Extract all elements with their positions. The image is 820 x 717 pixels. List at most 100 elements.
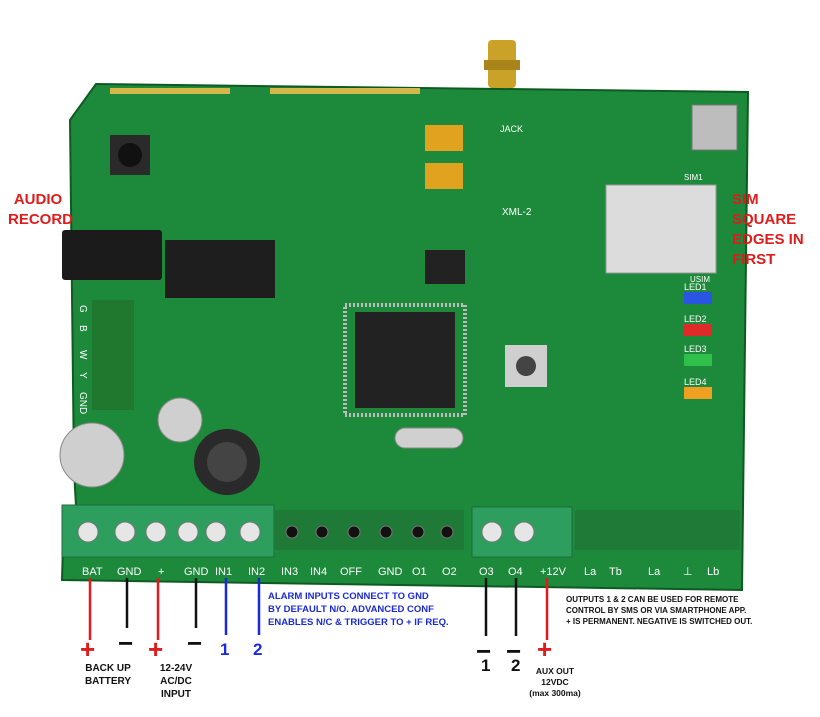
terminal-screw-5 xyxy=(239,521,261,543)
top-pads xyxy=(110,88,420,94)
led-label-3: LED3 xyxy=(684,344,707,354)
alarm-line2: BY DEFAULT N/O. ADVANCED CONF xyxy=(268,604,434,615)
terminal-screw-7 xyxy=(315,525,329,539)
outputs-line1: OUTPUTS 1 & 2 CAN BE USED FOR REMOTE xyxy=(566,595,739,604)
led-4 xyxy=(684,387,712,399)
terminal-screw-12 xyxy=(481,521,503,543)
aux-out-label: AUX OUT 12VDC (max 300ma) xyxy=(520,666,590,699)
left-ic xyxy=(165,240,275,298)
led-1 xyxy=(684,292,712,304)
audio-line2: RECORD xyxy=(8,211,74,228)
terminal-screw-11 xyxy=(440,525,454,539)
terminal-label-17: La xyxy=(648,566,661,578)
silk-sim: SIM1 xyxy=(684,173,703,182)
side-terminal-labels: G B W Y GND xyxy=(77,305,88,414)
outputs-line2: CONTROL BY SMS OR VIA SMARTPHONE APP. xyxy=(566,606,747,615)
capacitors xyxy=(59,397,260,495)
terminal-label-4: IN1 xyxy=(215,566,232,578)
terminal-screw-1 xyxy=(114,521,136,543)
terminal-label-16: Tb xyxy=(609,566,622,578)
aux-line1: AUX OUT xyxy=(535,666,575,676)
side-label-4: GND xyxy=(77,392,88,414)
aux-line2: 12VDC xyxy=(541,677,569,687)
out1-number: 1 xyxy=(481,656,491,675)
silk-model: XML-2 xyxy=(502,207,532,218)
terminal-label-11: O2 xyxy=(442,566,457,578)
usb-port xyxy=(691,104,738,151)
sim-line2: SQUARE xyxy=(732,211,797,228)
sim-label: SIM SQUARE EDGES IN FIRST xyxy=(732,190,820,270)
alarm-inputs-note: ALARM INPUTS CONNECT TO GND BY DEFAULT N… xyxy=(268,590,478,629)
main-microcontroller xyxy=(355,312,455,408)
terminal-label-0: BAT xyxy=(82,566,103,578)
terminal-screw-2 xyxy=(145,521,167,543)
terminal-screw-4 xyxy=(205,521,227,543)
terminal-label-19: Lb xyxy=(707,566,719,578)
led-label-1: LED1 xyxy=(684,282,707,292)
in2-number: 2 xyxy=(253,640,263,659)
crystal xyxy=(394,427,464,449)
terminal-label-8: OFF xyxy=(340,566,362,578)
backup-plus-sign: + xyxy=(80,634,96,664)
side-label-0: G xyxy=(77,305,88,313)
sim-line4: FIRST xyxy=(732,251,776,268)
side-label-1: B xyxy=(77,325,88,332)
outputs-note: OUTPUTS 1 & 2 CAN BE USED FOR REMOTE CON… xyxy=(566,594,816,627)
alarm-line1: ALARM INPUTS CONNECT TO GND xyxy=(268,591,429,602)
audio-jack xyxy=(62,230,162,280)
input-minus-sign: − xyxy=(187,628,203,658)
sim-line1: SIM xyxy=(732,191,759,208)
wires xyxy=(88,578,549,640)
audio-record-label: AUDIO RECORD xyxy=(8,190,74,230)
terminal-label-2: + xyxy=(158,566,164,578)
terminal-label-3: GND xyxy=(184,566,209,578)
side-label-3: Y xyxy=(77,372,88,379)
terminal-label-18: ⊥ xyxy=(683,566,693,578)
backup-battery-label: BACK UP BATTERY xyxy=(72,662,144,688)
audio-line1: AUDIO xyxy=(13,191,63,208)
led-label-4: LED4 xyxy=(684,377,707,387)
side-label-2: W xyxy=(77,350,88,360)
terminal-label-5: IN2 xyxy=(248,566,265,578)
terminal-screw-8 xyxy=(347,525,361,539)
terminal-screw-10 xyxy=(411,525,425,539)
terminal-label-7: IN4 xyxy=(310,566,327,578)
alarm-line3: ENABLES N/C & TRIGGER TO + IF REQ. xyxy=(268,617,449,628)
terminal-screw-9 xyxy=(379,525,393,539)
terminal-label-1: GND xyxy=(117,566,142,578)
led-2 xyxy=(684,324,712,336)
aux-plus-sign: + xyxy=(537,634,553,664)
backup-line2: BATTERY xyxy=(84,676,132,687)
out2-number: 2 xyxy=(511,656,521,675)
backup-minus-sign: − xyxy=(118,628,134,658)
terminal-label-15: La xyxy=(584,566,597,578)
terminal-blocks xyxy=(61,504,740,558)
silk-usim: USIM xyxy=(690,275,710,284)
terminal-screw-13 xyxy=(513,521,535,543)
outputs-line3: + IS PERMANENT. NEGATIVE IS SWITCHED OUT… xyxy=(566,617,753,626)
out1-minus-sign: − xyxy=(476,636,492,666)
terminal-label-13: O4 xyxy=(508,566,523,578)
input-plus-sign: + xyxy=(148,634,164,664)
terminal-label-6: IN3 xyxy=(281,566,298,578)
terminal-screws xyxy=(77,521,535,543)
terminal-screw-6 xyxy=(285,525,299,539)
terminal-screw-3 xyxy=(177,521,199,543)
input-line2: AC/DC xyxy=(160,676,192,687)
terminal-label-14: +12V xyxy=(540,566,567,578)
in1-number: 1 xyxy=(220,640,230,659)
backup-line1: BACK UP xyxy=(85,663,131,674)
input-line1: 12-24V xyxy=(159,663,193,674)
sim-line3: EDGES IN xyxy=(732,231,804,248)
input-line3: INPUT xyxy=(161,689,191,700)
aux-line3: (max 300ma) xyxy=(529,688,581,698)
out2-minus-sign: − xyxy=(506,636,522,666)
terminal-label-12: O3 xyxy=(479,566,494,578)
terminal-label-9: GND xyxy=(378,566,403,578)
input-label: 12-24V AC/DC INPUT xyxy=(146,662,206,701)
led-label-2: LED2 xyxy=(684,314,707,324)
